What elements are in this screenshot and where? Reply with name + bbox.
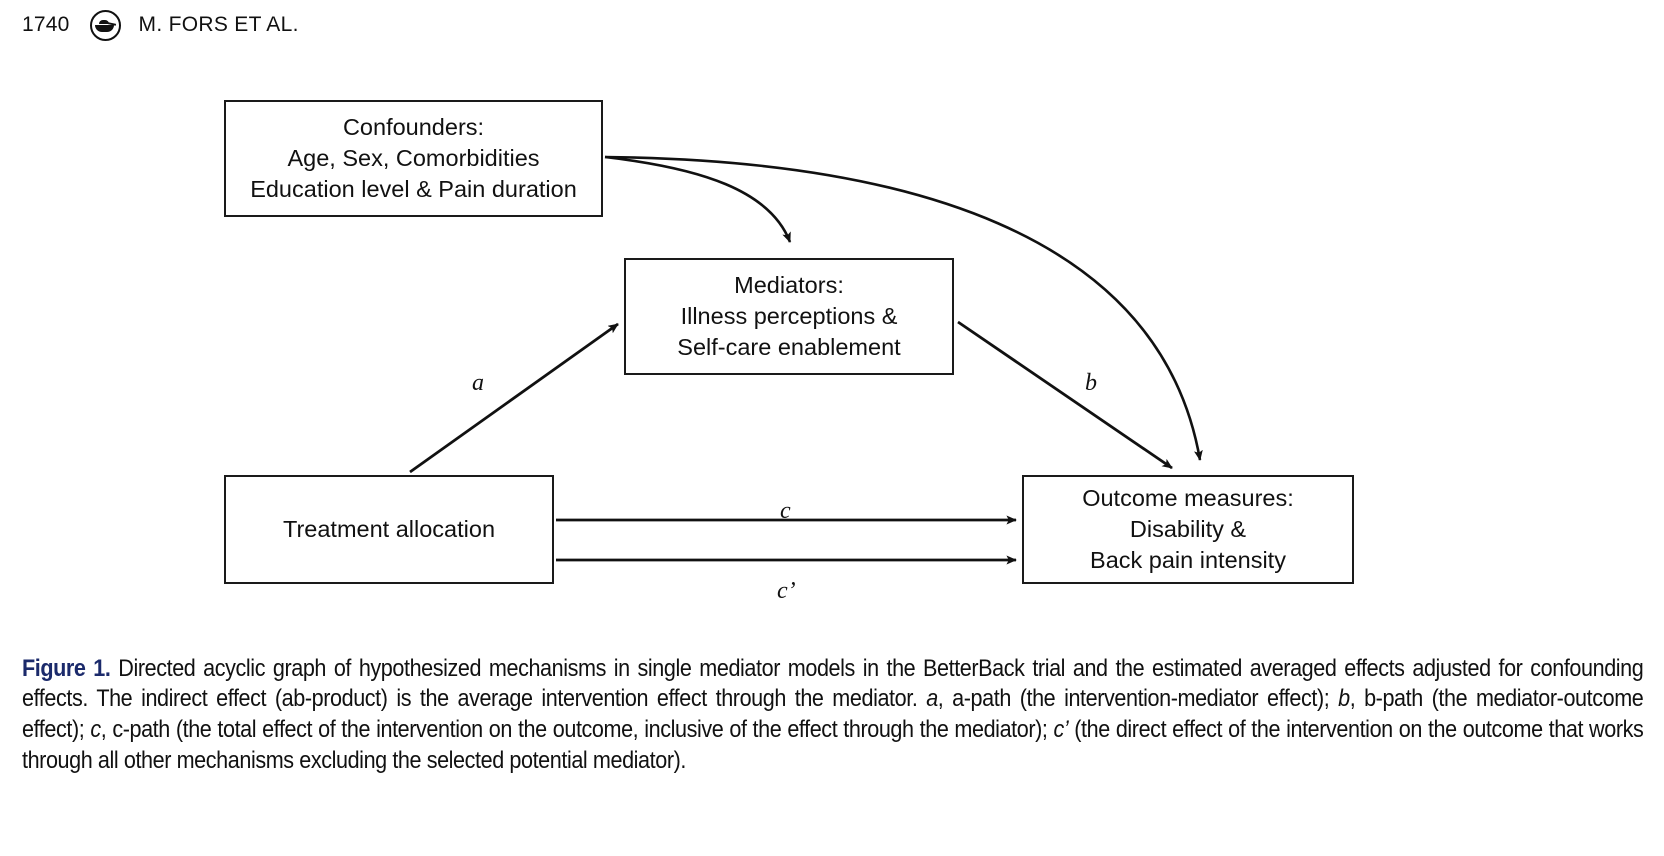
node-mediators-line-2: Illness perceptions & (680, 302, 898, 329)
figure-caption: Figure 1. Directed acyclic graph of hypo… (22, 654, 1644, 777)
figure-caption-body: Directed acyclic graph of hypothesized m… (22, 655, 1644, 774)
node-mediators-line-1: Mediators: (734, 271, 844, 298)
lamp-body-shape (94, 24, 114, 32)
node-outcome-measures[interactable]: Outcome measures: Disability & Back pain… (1022, 475, 1354, 584)
node-confounders-line-1: Confounders: (342, 113, 485, 140)
page-number: 1740 (22, 13, 70, 36)
node-confounders[interactable]: Confounders: Age, Sex, Comorbidities Edu… (224, 100, 603, 217)
node-outcome-line-2: Disability & (1129, 515, 1247, 542)
edge-a-path (409, 322, 619, 474)
node-mediators-line-3: Self-care enablement (677, 334, 901, 360)
edge-b-path (957, 320, 1173, 470)
edge-label-c-prime: c’ (777, 578, 796, 604)
figure-1-dag: Confounders: Age, Sex, Comorbidities Edu… (0, 60, 1664, 620)
edge-label-b: b (1085, 370, 1097, 396)
edge-label-c: c (780, 498, 791, 524)
running-head: 1740 M. FORS ET AL. (22, 8, 299, 42)
lamp-top-shape (98, 19, 109, 24)
edge-confounders-to-outcome (604, 155, 1203, 461)
node-treatment-line-1: Treatment allocation (282, 515, 496, 542)
journal-lamp-icon (89, 9, 121, 41)
dag-edges-layer (409, 155, 1203, 565)
node-confounders-line-3: Education level & Pain duration (250, 176, 577, 202)
node-treatment-allocation[interactable]: Treatment allocation (224, 475, 554, 584)
node-mediators[interactable]: Mediators: Illness perceptions & Self-ca… (624, 258, 954, 375)
edge-label-a: a (472, 370, 484, 396)
node-confounders-line-2: Age, Sex, Comorbidities (287, 144, 540, 171)
node-outcome-line-3: Back pain intensity (1090, 547, 1286, 573)
edge-confounders-to-mediators (604, 155, 792, 243)
figure-caption-prefix: Figure 1. (22, 655, 111, 682)
node-outcome-line-1: Outcome measures: (1082, 484, 1294, 511)
running-head-authors: M. FORS ET AL. (138, 13, 299, 36)
